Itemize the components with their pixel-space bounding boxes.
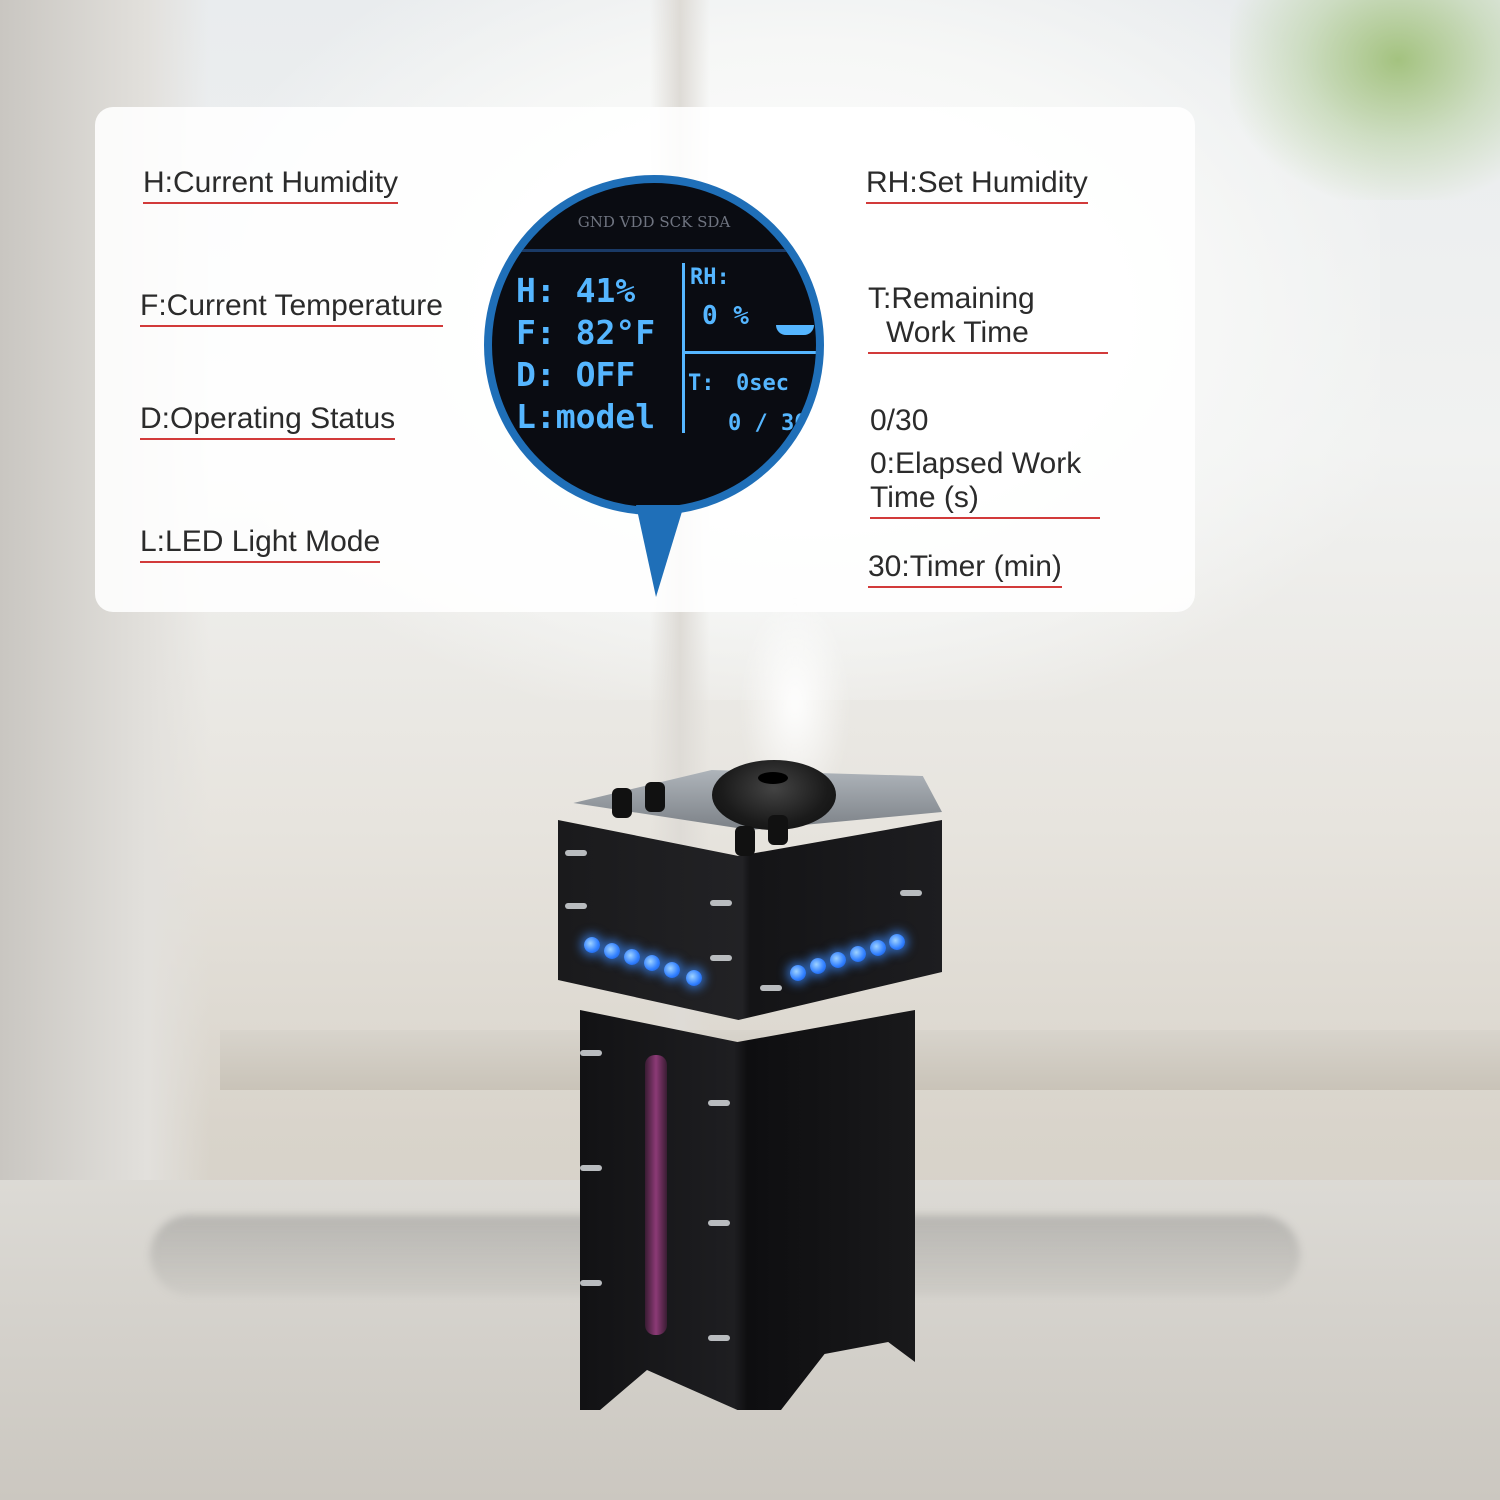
screw <box>900 890 922 896</box>
display-rh-label: RH: <box>690 265 730 290</box>
led-right-2 <box>810 958 826 974</box>
display-rh-value: 0 % <box>702 301 749 331</box>
screw <box>708 1335 730 1341</box>
callout-timer: 30:Timer (min) <box>868 550 1062 588</box>
led-left-3 <box>624 949 640 965</box>
screw <box>565 903 587 909</box>
display-progress: 0 / 30 <box>728 411 808 436</box>
screw <box>710 900 732 906</box>
screw <box>708 1220 730 1226</box>
screw <box>710 955 732 961</box>
callout-remaining-time-line2: Work Time <box>886 316 1029 349</box>
callout-remaining-time-line1: T:Remaining <box>868 282 1035 315</box>
led-right-3 <box>830 952 846 968</box>
callout-ratio: 0/30 <box>870 404 929 437</box>
callout-operating-status: D:Operating Status <box>140 402 396 440</box>
callout-remaining-time: T:Remaining Work Time <box>868 282 1108 354</box>
screw <box>580 1280 602 1286</box>
led-right-6 <box>889 934 905 950</box>
callout-led-mode: L:LED Light Mode <box>140 525 381 563</box>
display-divider-vertical <box>682 263 685 433</box>
callout-elapsed-time: 0:Elapsed Work Time (s) <box>870 447 1100 519</box>
water-level-window <box>645 1055 667 1335</box>
device-lower-body <box>580 1010 915 1410</box>
led-left-1 <box>584 937 600 953</box>
display-temperature: F: 82°F <box>516 313 656 352</box>
led-left-5 <box>664 962 680 978</box>
callout-current-humidity: H:Current Humidity <box>143 166 399 204</box>
screw <box>565 850 587 856</box>
mist-plume <box>740 590 850 780</box>
screw <box>580 1165 602 1171</box>
display-header-line <box>492 249 816 252</box>
display-status: D: OFF <box>516 355 636 394</box>
knob-3 <box>735 826 755 856</box>
screw <box>580 1050 602 1056</box>
bubble-pointer <box>636 505 684 597</box>
water-level-icon <box>776 325 814 335</box>
display-divider-horizontal <box>682 351 816 354</box>
led-right-1 <box>790 965 806 981</box>
led-left-2 <box>604 943 620 959</box>
knob-1 <box>612 788 632 818</box>
callout-set-humidity: RH:Set Humidity <box>866 166 1088 204</box>
led-left-6 <box>686 970 702 986</box>
display-t-value: 0sec <box>736 371 789 396</box>
display-zoom-bubble: GND VDD SCK SDA H: 41% F: 82°F D: OFF L:… <box>484 175 824 515</box>
led-right-4 <box>850 946 866 962</box>
display-led-mode: L:model <box>516 397 656 436</box>
callout-current-temperature: F:Current Temperature <box>140 289 443 327</box>
knob-2 <box>645 782 665 812</box>
display-pin-labels: GND VDD SCK SDA <box>577 213 731 231</box>
knob-4 <box>768 815 788 845</box>
callout-elapsed-line2: Time (s) <box>870 481 979 514</box>
screw <box>760 985 782 991</box>
led-right-5 <box>870 940 886 956</box>
display-humidity: H: 41% <box>516 271 636 310</box>
display-t-label: T: <box>688 371 715 396</box>
callout-elapsed-line1: 0:Elapsed Work <box>870 447 1082 480</box>
plant-leaves <box>1230 0 1500 200</box>
led-left-4 <box>644 955 660 971</box>
screw <box>708 1100 730 1106</box>
